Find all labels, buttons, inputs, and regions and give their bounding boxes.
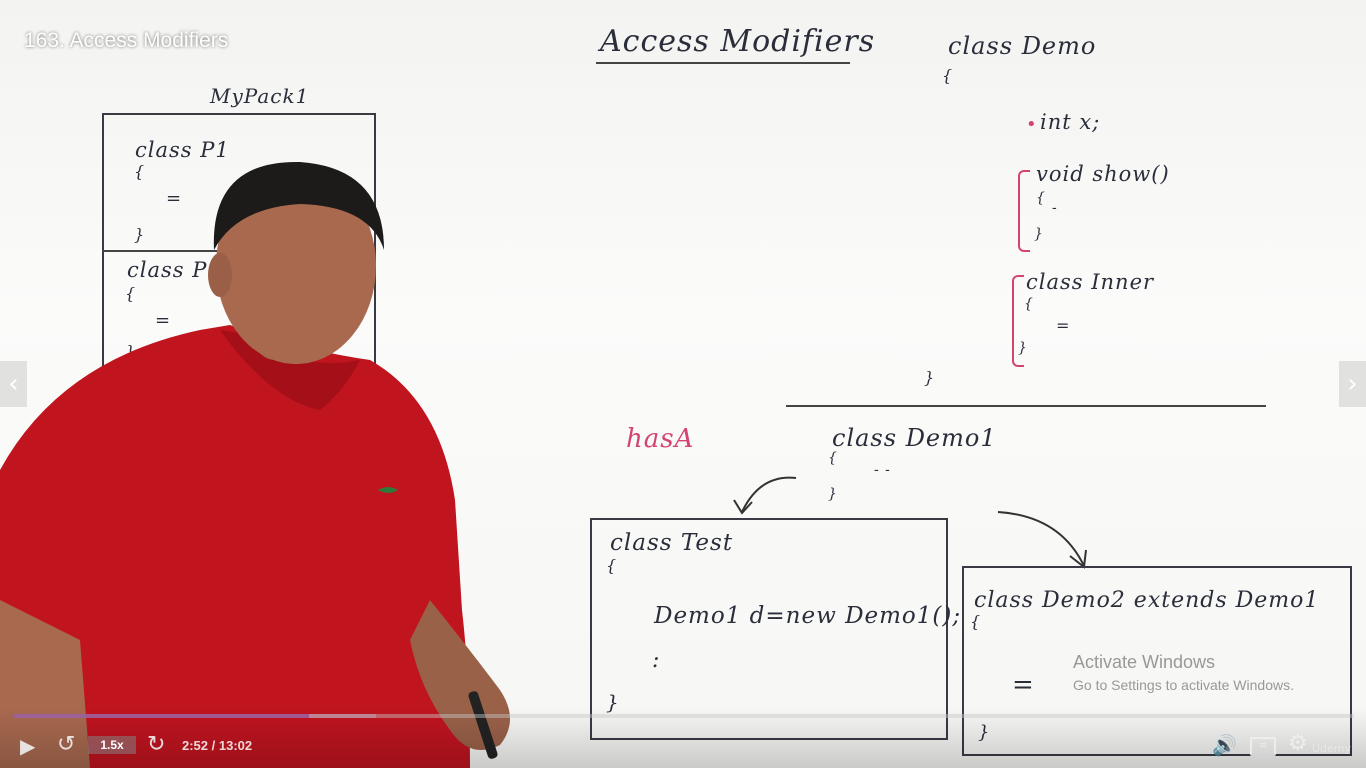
demo2-body: = xyxy=(1012,670,1035,700)
is-a-arrowhead xyxy=(1069,549,1087,569)
has-a-arrow xyxy=(741,476,797,513)
test-statement: Demo1 d=new Demo1(); xyxy=(654,603,962,629)
demo-class-line: class Demo xyxy=(948,32,1097,60)
playback-speed-button[interactable]: 1.5x xyxy=(88,736,136,754)
section-divider xyxy=(786,405,1266,407)
box1-body: = xyxy=(166,188,183,209)
demo-brace-close: } xyxy=(924,368,936,387)
progress-played xyxy=(14,714,309,718)
next-lecture-button[interactable]: › xyxy=(1339,361,1366,407)
windows-activation-title: Activate Windows xyxy=(1073,652,1216,672)
demo1-body: - - xyxy=(874,462,891,478)
demo2-brace-open: { xyxy=(970,612,982,631)
has-a-arrowhead xyxy=(733,499,753,515)
playback-time: 2:52 / 13:02 xyxy=(182,738,253,753)
demo2-brace-close: } xyxy=(978,722,990,743)
windows-activation-subtitle: Go to Settings to activate Windows. xyxy=(1073,677,1294,693)
package-label: MyPack1 xyxy=(210,84,310,108)
demo2-class-box xyxy=(962,566,1352,756)
play-icon[interactable]: ▶ xyxy=(20,734,36,758)
box2-class-line: class P xyxy=(127,258,208,282)
method-brace-close: } xyxy=(1034,226,1044,242)
method-line: void show() xyxy=(1036,162,1170,186)
field-line: int x; xyxy=(1040,110,1101,134)
method-brace-open: { xyxy=(1036,190,1046,206)
box1-class-line: class P1 xyxy=(135,138,230,162)
demo-brace-open: { xyxy=(942,66,954,85)
demo2-class-line: class Demo2 extends Demo1 xyxy=(974,588,1320,613)
shirt-logo xyxy=(378,487,398,493)
marker xyxy=(468,691,498,759)
method-bracket xyxy=(1018,170,1030,252)
forward-icon[interactable]: ↻ xyxy=(147,732,166,757)
demo1-brace-open: { xyxy=(828,450,838,466)
inner-class-line: class Inner xyxy=(1026,270,1155,294)
instructor-arm xyxy=(410,600,510,750)
is-a-arrow xyxy=(997,511,1085,567)
test-brace-open: { xyxy=(606,556,618,575)
test-class-box xyxy=(590,518,948,740)
instructor-shirt xyxy=(0,325,470,768)
chevron-right-icon: › xyxy=(1347,369,1358,399)
heading-underline xyxy=(596,62,850,64)
box1-brace-close: } xyxy=(134,225,146,244)
board-heading: Access Modifiers xyxy=(600,24,876,59)
box2-brace-open: { xyxy=(125,284,137,303)
box2-body: = xyxy=(155,310,172,331)
field-dot: • xyxy=(1026,114,1038,135)
test-dots: : xyxy=(652,648,661,673)
volume-icon[interactable]: 🔊 xyxy=(1212,733,1237,757)
captions-icon[interactable]: ≡ xyxy=(1250,737,1276,756)
previous-lecture-button[interactable]: ‹ xyxy=(0,361,27,407)
instructor-figure xyxy=(0,161,510,768)
instructor-hair xyxy=(213,161,384,250)
inner-bracket xyxy=(1012,275,1024,367)
inner-brace-close: } xyxy=(1018,340,1028,356)
box2-brace-close: } xyxy=(125,342,137,361)
rewind-icon[interactable]: ↺ xyxy=(57,732,76,757)
inner-brace-open: { xyxy=(1024,296,1034,312)
test-class-line: class Test xyxy=(610,530,734,556)
box1-brace-open: { xyxy=(134,162,146,181)
demo1-class-line: class Demo1 xyxy=(832,424,997,452)
inner-body: = xyxy=(1056,316,1071,335)
instructor-ear xyxy=(208,253,232,297)
settings-icon[interactable]: ⚙ xyxy=(1288,731,1308,756)
instructor-left-arm xyxy=(0,600,90,768)
instructor-head xyxy=(216,168,376,364)
method-body: - xyxy=(1052,200,1058,216)
progress-bar[interactable] xyxy=(14,714,1354,718)
udemy-logo-icon: Udemy xyxy=(1312,742,1352,755)
player-controls-bar xyxy=(0,708,1366,768)
lecture-title: 163. Access Modifiers xyxy=(24,29,229,52)
test-brace-close: } xyxy=(606,690,620,714)
chevron-left-icon: ‹ xyxy=(8,369,19,399)
has-a-label: hasA xyxy=(626,424,695,454)
demo1-brace-close: } xyxy=(828,486,838,502)
